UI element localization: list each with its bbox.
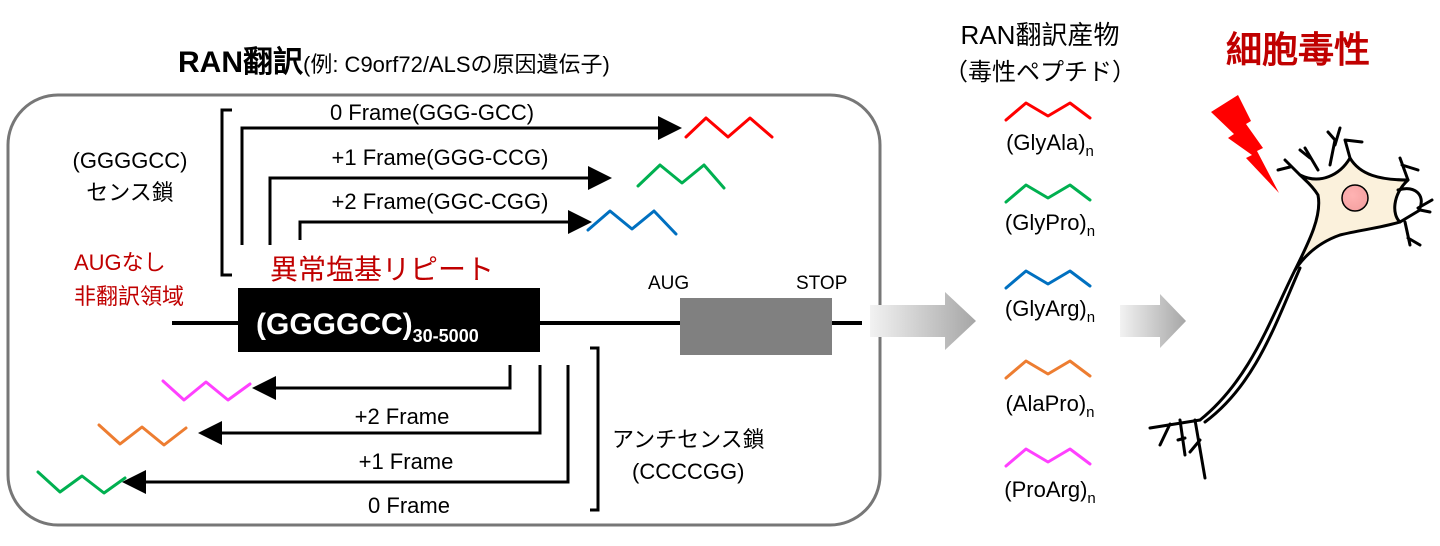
products-subtitle: （毒性ペプチド） bbox=[944, 59, 1136, 86]
repeat-box bbox=[238, 288, 540, 352]
product-label: (AlaPro)n bbox=[1005, 391, 1094, 421]
antisense-frame-0-label: 0 Frame bbox=[368, 493, 450, 518]
sense-0-frame-arrow bbox=[240, 116, 682, 245]
sense-frame-1-peptide-wave bbox=[636, 163, 726, 190]
diagram-title: RAN翻訳(例: C9orf72/ALSの原因遺伝子) bbox=[178, 45, 610, 79]
sense-bracket bbox=[220, 108, 232, 277]
product-item: (AlaPro)n bbox=[1004, 359, 1095, 421]
antisense-frame-plus2-label: +2 Frame bbox=[355, 404, 450, 429]
sense-label: (GGGGCC) bbox=[73, 148, 188, 173]
antisense-0-frame-arrow bbox=[122, 365, 570, 494]
product-label: (GlyArg)n bbox=[1005, 296, 1095, 326]
product-wave bbox=[1004, 101, 1092, 122]
antisense-plus2-frame-arrow bbox=[252, 365, 512, 400]
title-sub: (例: C9orf72/ALSの原因遺伝子) bbox=[303, 52, 610, 77]
antisense-0-peptide-wave bbox=[36, 470, 127, 495]
title-main: RAN翻訳 bbox=[178, 45, 304, 79]
product-wave bbox=[1004, 269, 1092, 290]
product-wave bbox=[1004, 359, 1092, 380]
antisense-sequence-label: (CCCCGG) bbox=[632, 459, 744, 484]
sense-plus1-frame-arrow bbox=[268, 166, 612, 245]
product-item: (GlyAla)n bbox=[1004, 101, 1094, 160]
lightning-bolt-icon bbox=[1211, 95, 1279, 193]
product-label: (GlyAla)n bbox=[1006, 130, 1094, 160]
coding-region-box bbox=[680, 298, 832, 355]
antisense-plus1-frame-arrow bbox=[198, 365, 542, 445]
no-aug-label: AUGなし bbox=[74, 250, 166, 275]
product-item: (GlyArg)n bbox=[1004, 269, 1095, 326]
sense-frame-0-label: 0 Frame(GGG-GCC) bbox=[330, 100, 534, 125]
untranslated-region-label: 非翻訳領域 bbox=[74, 284, 184, 309]
product-item: (ProArg)n bbox=[1004, 447, 1096, 507]
product-label: (GlyPro)n bbox=[1005, 210, 1095, 240]
aug-label: AUG bbox=[648, 273, 689, 294]
antisense-plus1-peptide-wave bbox=[97, 423, 188, 447]
antisense-strand-label: アンチセンス鎖 bbox=[612, 427, 765, 452]
antisense-plus2-peptide-wave bbox=[161, 379, 252, 402]
repeat-text: (GGGGCC)30-5000 bbox=[256, 308, 479, 346]
sense-frame-1-label: +1 Frame(GGG-CCG) bbox=[332, 145, 549, 170]
antisense-bracket bbox=[590, 346, 600, 512]
antisense-frame-plus1-label: +1 Frame bbox=[359, 449, 454, 474]
sense-frame-0-peptide-wave bbox=[684, 116, 774, 139]
sense-strand-label: センス鎖 bbox=[86, 180, 174, 205]
sense-plus2-frame-arrow bbox=[298, 210, 592, 240]
product-item: (GlyPro)n bbox=[1004, 183, 1095, 240]
stop-label: STOP bbox=[796, 273, 847, 294]
neuron-illustration bbox=[1148, 126, 1434, 480]
abnormal-repeat-heading: 異常塩基リピート bbox=[270, 254, 494, 285]
sense-frame-2-label: +2 Frame(GGC-CGG) bbox=[332, 189, 549, 214]
product-wave bbox=[1004, 447, 1092, 468]
product-label: (ProArg)n bbox=[1004, 477, 1095, 507]
products-title: RAN翻訳産物 bbox=[961, 20, 1120, 50]
sense-frame-2-peptide-wave bbox=[586, 209, 678, 236]
arrow-to-products bbox=[870, 292, 976, 350]
product-wave bbox=[1004, 183, 1092, 204]
arrow-to-toxicity bbox=[1120, 294, 1186, 348]
cytotoxicity-label: 細胞毒性 bbox=[1226, 29, 1370, 70]
